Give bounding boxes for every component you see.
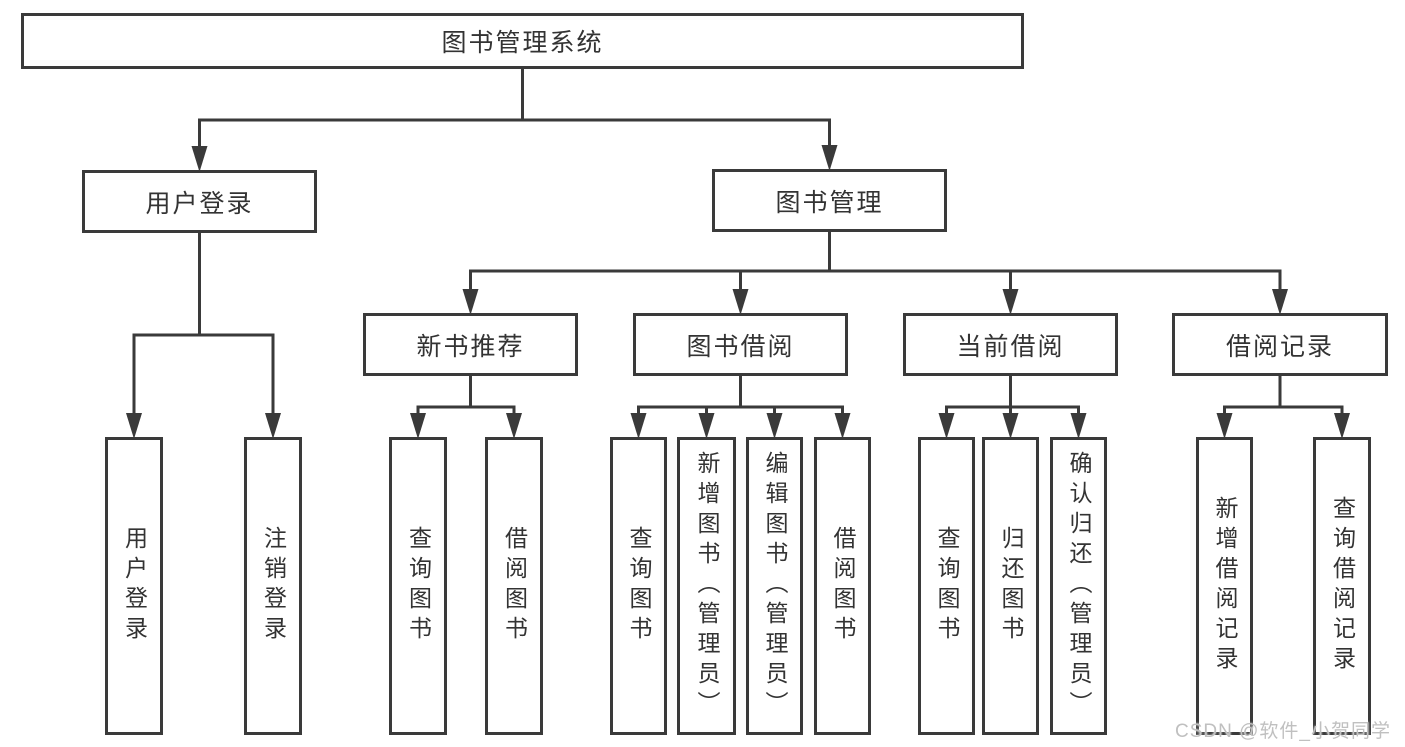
node-label-borrow-records: 借阅记录 xyxy=(1225,332,1334,361)
node-leaf-return-book: 归还图书 xyxy=(982,437,1039,735)
arrowhead-icon xyxy=(1216,413,1233,439)
arrowhead-icon xyxy=(938,413,955,439)
node-label-current-borrow: 当前借阅 xyxy=(956,332,1065,361)
node-label-user-login: 用户登录 xyxy=(145,189,254,218)
node-leaf-add-record: 新增借阅记录 xyxy=(1196,437,1253,735)
node-leaf-borrow-book-1: 借阅图书 xyxy=(485,437,543,735)
node-label-leaf-query-record: 查询借阅记录 xyxy=(1329,496,1356,676)
arrowhead-icon xyxy=(698,413,715,439)
node-label-leaf-query-book-2: 查询图书 xyxy=(626,526,652,646)
node-label-leaf-borrow-book-1: 借阅图书 xyxy=(501,526,528,646)
node-leaf-confirm-return: 确认归还（管理员） xyxy=(1050,437,1107,735)
arrowhead-icon xyxy=(126,413,142,439)
arrowhead-icon xyxy=(1334,413,1350,439)
arrowhead-icon xyxy=(821,145,838,171)
arrowhead-icon xyxy=(410,413,426,439)
node-label-leaf-add-record: 新增借阅记录 xyxy=(1212,496,1238,676)
node-label-leaf-user-login: 用户登录 xyxy=(121,526,148,646)
node-leaf-user-login: 用户登录 xyxy=(105,437,163,735)
node-leaf-logout: 注销登录 xyxy=(244,437,302,735)
node-label-leaf-query-book-3: 查询图书 xyxy=(934,526,960,646)
arrowhead-icon xyxy=(766,413,783,439)
arrowhead-icon xyxy=(1070,413,1087,439)
node-label-leaf-add-book: 新增图书（管理员） xyxy=(694,451,720,721)
node-leaf-borrow-book-2: 借阅图书 xyxy=(814,437,871,735)
node-label-book-mgmt: 图书管理 xyxy=(775,188,884,217)
node-label-leaf-edit-book: 编辑图书（管理员） xyxy=(762,451,788,721)
csdn-watermark: CSDN @软件_小贺同学 xyxy=(1175,721,1391,742)
node-label-root: 图书管理系统 xyxy=(441,29,604,57)
arrowhead-icon xyxy=(191,146,208,172)
node-leaf-add-book: 新增图书（管理员） xyxy=(677,437,736,735)
node-leaf-query-record: 查询借阅记录 xyxy=(1313,437,1371,735)
arrowhead-icon xyxy=(732,289,749,315)
arrowhead-icon xyxy=(834,413,851,439)
node-label-leaf-confirm-return: 确认归还（管理员） xyxy=(1066,451,1092,721)
node-label-book-borrow: 图书借阅 xyxy=(686,332,795,361)
node-root: 图书管理系统 xyxy=(21,13,1024,69)
arrowhead-icon xyxy=(1002,289,1019,315)
arrowhead-icon xyxy=(462,289,479,315)
node-new-book-rec: 新书推荐 xyxy=(363,313,578,376)
arrowhead-icon xyxy=(506,413,522,439)
node-borrow-records: 借阅记录 xyxy=(1172,313,1388,376)
node-book-borrow: 图书借阅 xyxy=(633,313,848,376)
node-label-leaf-logout: 注销登录 xyxy=(260,526,287,646)
node-user-login: 用户登录 xyxy=(82,170,317,233)
node-label-leaf-return-book: 归还图书 xyxy=(998,526,1024,646)
node-label-leaf-borrow-book-2: 借阅图书 xyxy=(830,526,856,646)
node-book-mgmt: 图书管理 xyxy=(712,169,947,232)
arrowhead-icon xyxy=(1272,289,1288,315)
node-leaf-query-book-2: 查询图书 xyxy=(610,437,667,735)
node-leaf-query-book-3: 查询图书 xyxy=(918,437,975,735)
node-label-new-book-rec: 新书推荐 xyxy=(416,332,525,361)
node-leaf-query-book-1: 查询图书 xyxy=(389,437,447,735)
node-current-borrow: 当前借阅 xyxy=(903,313,1118,376)
node-leaf-edit-book: 编辑图书（管理员） xyxy=(746,437,803,735)
arrowhead-icon xyxy=(265,413,281,439)
arrowhead-icon xyxy=(1002,413,1019,439)
node-label-leaf-query-book-1: 查询图书 xyxy=(405,526,432,646)
arrowhead-icon xyxy=(630,413,647,439)
